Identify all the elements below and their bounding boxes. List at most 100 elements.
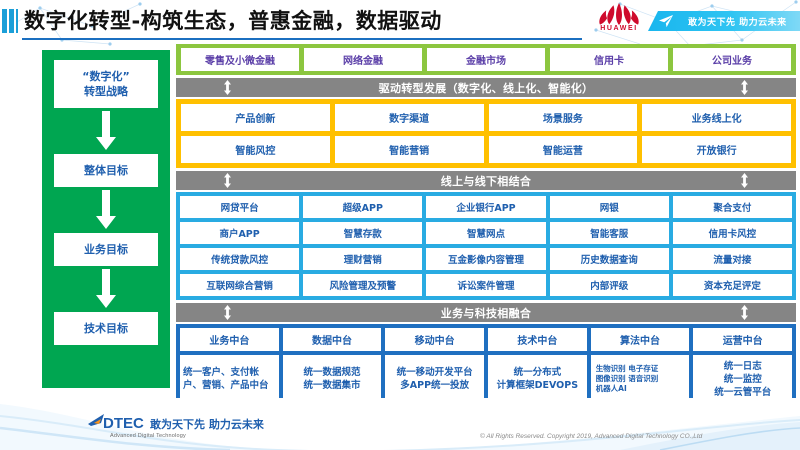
page-title: 数字化转型-构筑生态，普惠金融，数据驱动 — [24, 9, 442, 33]
sidebar-item-strategy[interactable]: “数字化” 转型战略 — [54, 60, 158, 108]
huawei-wordmark: HUAWEI — [600, 25, 638, 32]
platform-data-header: 数据中台 — [282, 328, 382, 351]
business-line-internet-finance[interactable]: 网络金融 — [304, 48, 422, 71]
capability-capital-adequacy[interactable]: 资本充足评定 — [672, 274, 793, 296]
slide-header: 数字化转型-构筑生态，普惠金融，数据驱动 HUAWEI 敢为天下先 助力云未来 — [0, 0, 800, 42]
business-line-retail[interactable]: 零售及小微金融 — [181, 48, 299, 71]
platform-mobile-body: 统一移动开发平台多APP统一投放 — [385, 355, 485, 403]
huawei-flower-icon — [599, 3, 639, 25]
header-stripe-decoration — [2, 9, 18, 33]
platform-algorithm-header: 算法中台 — [590, 328, 690, 351]
capability-smart-branch[interactable]: 智慧网点 — [426, 222, 546, 244]
capability-online-bank[interactable]: 网银 — [549, 196, 669, 218]
divider-bar-fusion-label: 业务与科技相融合 — [440, 306, 532, 320]
dtec-wordmark-icon: DTEC — [88, 414, 144, 432]
middle-platforms-row: 业务中台 统一客户、支付帐户、营销、产品中台 数据中台 统一数据规范统一数据集市… — [176, 324, 796, 407]
goal-smart-marketing[interactable]: 智能营销 — [334, 136, 484, 163]
divider-bar-drive-label: 驱动转型发展（数字化、线上化、智能化） — [378, 81, 594, 95]
goal-product-innovation[interactable]: 产品创新 — [181, 104, 330, 131]
capability-traffic-docking[interactable]: 流量对接 — [672, 248, 793, 270]
platform-technology-body: 统一分布式计算框架DEVOPS — [488, 355, 587, 403]
platform-operation-body: 统一日志统一监控统一云管平台 — [693, 355, 793, 403]
ribbon-text: 敢为天下先 助力云未来 — [688, 17, 787, 28]
sidebar-item-technology-goal[interactable]: 技术目标 — [54, 312, 158, 345]
capability-merchant-app[interactable]: 商户APP — [180, 222, 300, 244]
divider-bar-fusion: 业务与科技相融合 — [176, 303, 796, 322]
capabilities-row-4: 互联网综合营销 风险管理及预警 诉讼案件管理 内部评级 资本充足评定 — [180, 274, 793, 296]
double-arrow-icon-left-1 — [224, 80, 231, 95]
divider-bar-drive: 驱动转型发展（数字化、线上化、智能化） — [176, 78, 796, 97]
double-arrow-icon-right-3 — [741, 305, 748, 320]
capabilities-row-2: 商户APP 智慧存款 智慧网点 智能客服 信用卡风控 — [180, 222, 793, 244]
platform-operation[interactable]: 运营中台 统一日志统一监控统一云管平台 — [693, 328, 793, 403]
title-underline — [22, 38, 582, 40]
capability-image-content-mgmt[interactable]: 互金影像内容管理 — [426, 248, 546, 270]
capability-internal-rating[interactable]: 内部评级 — [549, 274, 669, 296]
capability-traditional-loan-risk[interactable]: 传统贷款风控 — [180, 248, 300, 270]
platform-business-body: 统一客户、支付帐户、营销、产品中台 — [180, 355, 279, 403]
capabilities-row-1: 网贷平台 超级APP 企业银行APP 网银 聚合支付 — [180, 196, 793, 218]
platform-algorithm-body: 生物识别 电子存证图像识别 语音识别机器人AI — [590, 355, 690, 403]
divider-bar-online-offline: 线上与线下相结合 — [176, 171, 796, 190]
double-arrow-icon-left-3 — [224, 305, 231, 320]
double-arrow-icon-right-1 — [741, 80, 748, 95]
capability-risk-mgmt-alert[interactable]: 风险管理及预警 — [303, 274, 423, 296]
content-column: 零售及小微金融 网络金融 金融市场 信用卡 公司业务 驱动转型发展（数字化、线上… — [176, 44, 796, 407]
platform-technology-header: 技术中台 — [488, 328, 587, 351]
capability-wealth-marketing[interactable]: 理财营销 — [303, 248, 423, 270]
goals-row-2: 智能风控 智能营销 智能运营 开放银行 — [181, 136, 791, 163]
goal-smart-operation[interactable]: 智能运营 — [488, 136, 638, 163]
huawei-logo: HUAWEI — [590, 2, 648, 40]
capability-smart-deposit[interactable]: 智慧存款 — [303, 222, 423, 244]
capabilities-row-3: 传统贷款风控 理财营销 互金影像内容管理 历史数据查询 流量对接 — [180, 248, 793, 270]
goal-scenario-service[interactable]: 场景服务 — [488, 104, 638, 131]
platform-operation-header: 运营中台 — [693, 328, 793, 351]
capability-credit-card-risk[interactable]: 信用卡风控 — [672, 222, 793, 244]
goal-open-banking[interactable]: 开放银行 — [642, 136, 791, 163]
goal-smart-risk-control[interactable]: 智能风控 — [181, 136, 330, 163]
platform-business-header: 业务中台 — [180, 328, 279, 351]
sidebar-item-business-goal[interactable]: 业务目标 — [54, 233, 158, 266]
goal-business-online[interactable]: 业务线上化 — [642, 104, 791, 131]
paper-plane-icon — [659, 15, 673, 28]
platform-technology[interactable]: 技术中台 统一分布式计算框架DEVOPS — [488, 328, 587, 403]
dtec-tagline: Advanced Digital Technology — [110, 433, 186, 439]
footer-swoosh-decoration — [0, 404, 800, 450]
platform-data-body: 统一数据规范统一数据集市 — [282, 355, 382, 403]
transformation-goals-block: 产品创新 数字渠道 场景服务 业务线上化 智能风控 智能营销 智能运营 开放银行 — [176, 99, 796, 168]
goal-digital-channel[interactable]: 数字渠道 — [334, 104, 484, 131]
capability-historical-data-query[interactable]: 历史数据查询 — [549, 248, 669, 270]
capability-litigation-case-mgmt[interactable]: 诉讼案件管理 — [426, 274, 546, 296]
business-line-credit-card[interactable]: 信用卡 — [550, 48, 668, 71]
double-arrow-icon-left-2 — [224, 173, 231, 188]
capability-smart-customer-service[interactable]: 智能客服 — [549, 222, 669, 244]
capability-enterprise-bank-app[interactable]: 企业银行APP — [426, 196, 546, 218]
copyright-text: © All Rights Reserved. Copyright 2019, A… — [480, 433, 703, 440]
sidebar-item-overall-goal[interactable]: 整体目标 — [54, 154, 158, 187]
capability-online-lending[interactable]: 网贷平台 — [180, 196, 300, 218]
business-lines-row: 零售及小微金融 网络金融 金融市场 信用卡 公司业务 — [176, 44, 796, 75]
goals-row-1: 产品创新 数字渠道 场景服务 业务线上化 — [181, 104, 791, 131]
capability-internet-marketing[interactable]: 互联网综合营销 — [180, 274, 300, 296]
platform-data[interactable]: 数据中台 统一数据规范统一数据集市 — [282, 328, 382, 403]
sidebar-item-strategy-line1: “数字化” — [82, 70, 130, 83]
platform-mobile-header: 移动中台 — [385, 328, 485, 351]
strategy-sidebar: “数字化” 转型战略 整体目标 业务目标 技术目标 — [42, 50, 170, 388]
down-arrow-icon-2 — [96, 190, 116, 229]
double-arrow-icon-right-2 — [741, 173, 748, 188]
slide-footer: DTEC Advanced Digital Technology 敢为天下先 助… — [0, 398, 800, 450]
sidebar-item-strategy-line2: 转型战略 — [84, 85, 128, 98]
business-line-corporate[interactable]: 公司业务 — [673, 48, 791, 71]
divider-bar-online-offline-label: 线上与线下相结合 — [440, 174, 532, 188]
dtec-slogan: 敢为天下先 助力云未来 — [150, 418, 264, 431]
down-arrow-icon-3 — [96, 269, 116, 308]
capability-aggregate-payment[interactable]: 聚合支付 — [672, 196, 793, 218]
capability-super-app[interactable]: 超级APP — [303, 196, 423, 218]
platform-algorithm[interactable]: 算法中台 生物识别 电子存证图像识别 语音识别机器人AI — [590, 328, 690, 403]
platform-mobile[interactable]: 移动中台 统一移动开发平台多APP统一投放 — [385, 328, 485, 403]
business-line-financial-market[interactable]: 金融市场 — [427, 48, 545, 71]
header-ribbon: 敢为天下先 助力云未来 — [648, 11, 800, 31]
dtec-logo: DTEC Advanced Digital Technology — [88, 412, 186, 439]
platform-business[interactable]: 业务中台 统一客户、支付帐户、营销、产品中台 — [180, 328, 279, 403]
